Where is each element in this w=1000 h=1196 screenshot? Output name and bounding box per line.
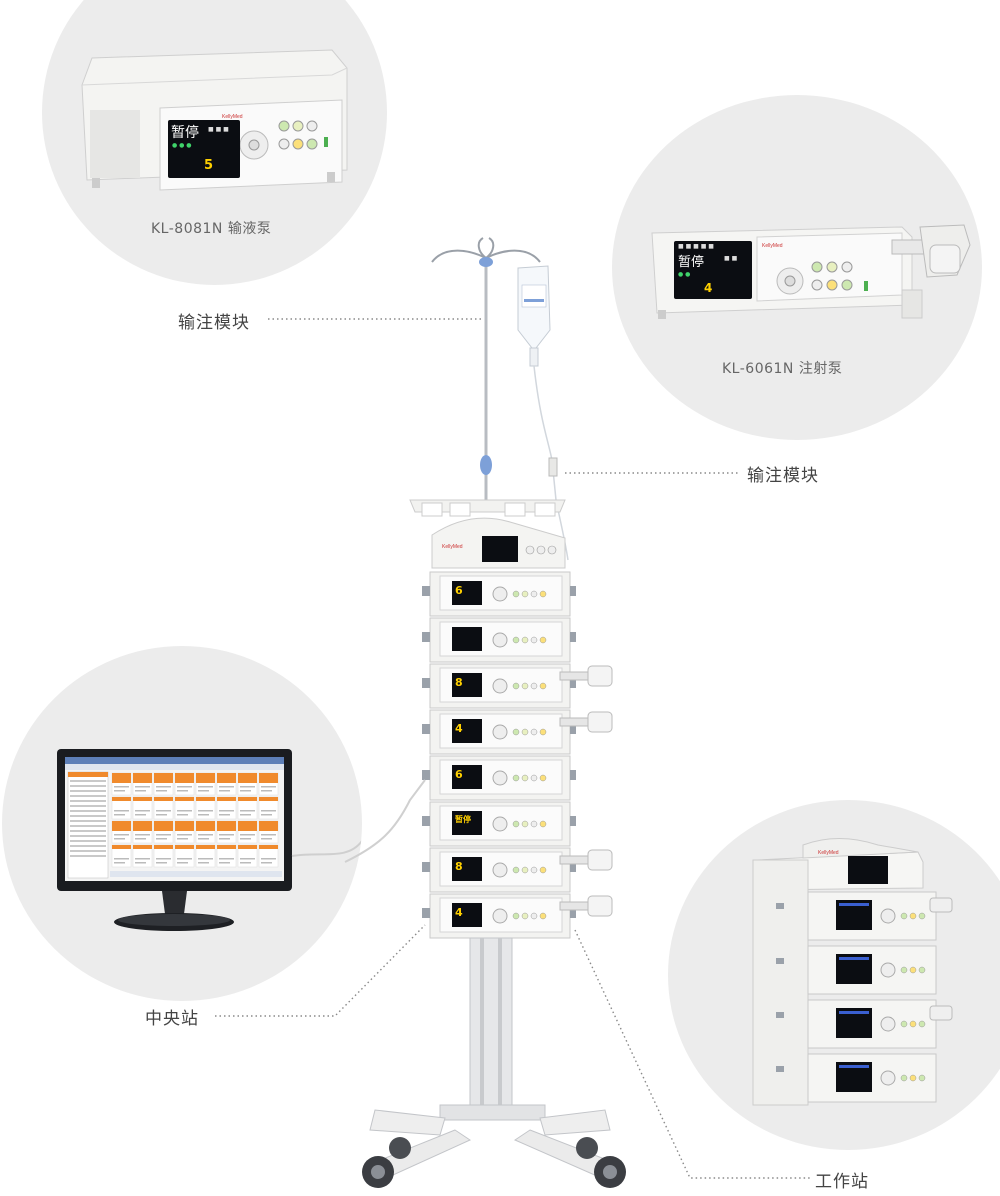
monitor-tile [111,772,132,796]
screen-line: ● ● ● [172,142,192,149]
stack-screen-number: 8 [455,676,463,689]
monitor-tile [237,820,258,844]
monitor-tile [216,820,237,844]
screen-status-text: 暂停 [171,125,199,141]
monitor-tile [195,820,216,844]
infusion-module-label-left: 输注模块 [178,313,250,333]
monitor-tile [237,796,258,820]
iv-pole [431,237,541,263]
pump-module [422,571,576,617]
workstation-module [807,999,953,1049]
workstation-module [807,945,937,995]
monitor-tile [132,796,153,820]
monitor-tile [111,820,132,844]
monitor-tile [153,820,174,844]
monitor-tile [153,796,174,820]
infusion-pump-callout: KellyMed 暂停 ● ● ● ■ ■ ■ 5 KL-8081N 输液泵 [42,0,387,285]
pump-module [422,755,576,801]
monitor-image [57,749,362,931]
monitor-tile [258,820,279,844]
pump-module [422,847,613,893]
svg-text:KellyMed: KellyMed [818,850,839,856]
screen-status-text: 暂停 [678,255,705,270]
pump-module [422,801,576,847]
workstation-callout: KellyMed [668,800,1000,1150]
monitor-tile [153,844,174,868]
screen-number: 4 [704,281,713,295]
workstation-module [807,891,953,941]
svg-text:KellyMed: KellyMed [762,243,783,249]
monitor-tile [258,844,279,868]
workstation-image: KellyMed [752,838,953,1106]
monitor-tile [195,772,216,796]
monitor-tile [174,796,195,820]
monitor-tile [153,772,174,796]
screen-line: ■ ■ ■ ■ ■ [678,243,714,250]
infusion-pump-caption: KL-8081N 输液泵 [151,221,272,237]
monitor-tile [195,844,216,868]
pump-module [422,663,613,709]
svg-text:KellyMed: KellyMed [442,544,463,550]
central-station-label: 中央站 [145,1009,199,1029]
monitor-tile [174,772,195,796]
monitor-tile [132,820,153,844]
pump-module [422,709,613,755]
stack-screen-number: 6 [455,584,463,597]
central-station-callout [2,646,362,1001]
screen-number: 5 [204,158,214,173]
stack-screen-number: 6 [455,768,463,781]
leader-lines [215,318,810,1179]
monitor-tile [111,796,132,820]
screen-line: ● ● [678,271,691,278]
workstation-label: 工作站 [815,1172,869,1192]
monitor-tile [258,796,279,820]
syringe-pump-caption: KL-6061N 注射泵 [722,361,843,377]
stack-screen-number: 暂停 [455,815,471,824]
monitor-tile [132,772,153,796]
workstation-module [807,1053,937,1103]
monitor-tile [216,796,237,820]
stack-screen-number: 4 [455,906,463,919]
pump-module [422,893,613,939]
monitor-tile [216,772,237,796]
iv-bag [517,265,551,367]
monitor-tile [237,844,258,868]
infusion-module-label-right: 输注模块 [747,466,819,486]
syringe-pump-callout: KellyMed ■ ■ ■ ■ ■ 暂停 ● ● 4 ■ ■ KL-6061N… [612,95,982,440]
monitor-tile [111,844,132,868]
monitor-tile [174,844,195,868]
pump-module [422,617,576,663]
monitor-tile [195,796,216,820]
caster-wheels [362,1137,626,1188]
monitor-tile [132,844,153,868]
screen-line: ■ ■ ■ [208,126,229,133]
syringe-pump-screen: ■ ■ ■ ■ ■ 暂停 ● ● 4 ■ ■ [674,241,752,299]
monitor-tile [237,772,258,796]
monitor-tile [216,844,237,868]
monitor-tile [174,820,195,844]
stack-screen-number: 4 [455,722,463,735]
svg-text:KellyMed: KellyMed [222,114,243,120]
screen-line: ■ ■ [724,255,738,262]
stack-screen-number: 8 [455,860,463,873]
infusion-pump-screen: 暂停 ● ● ● ■ ■ ■ 5 [168,120,240,178]
monitor-tile [258,772,279,796]
